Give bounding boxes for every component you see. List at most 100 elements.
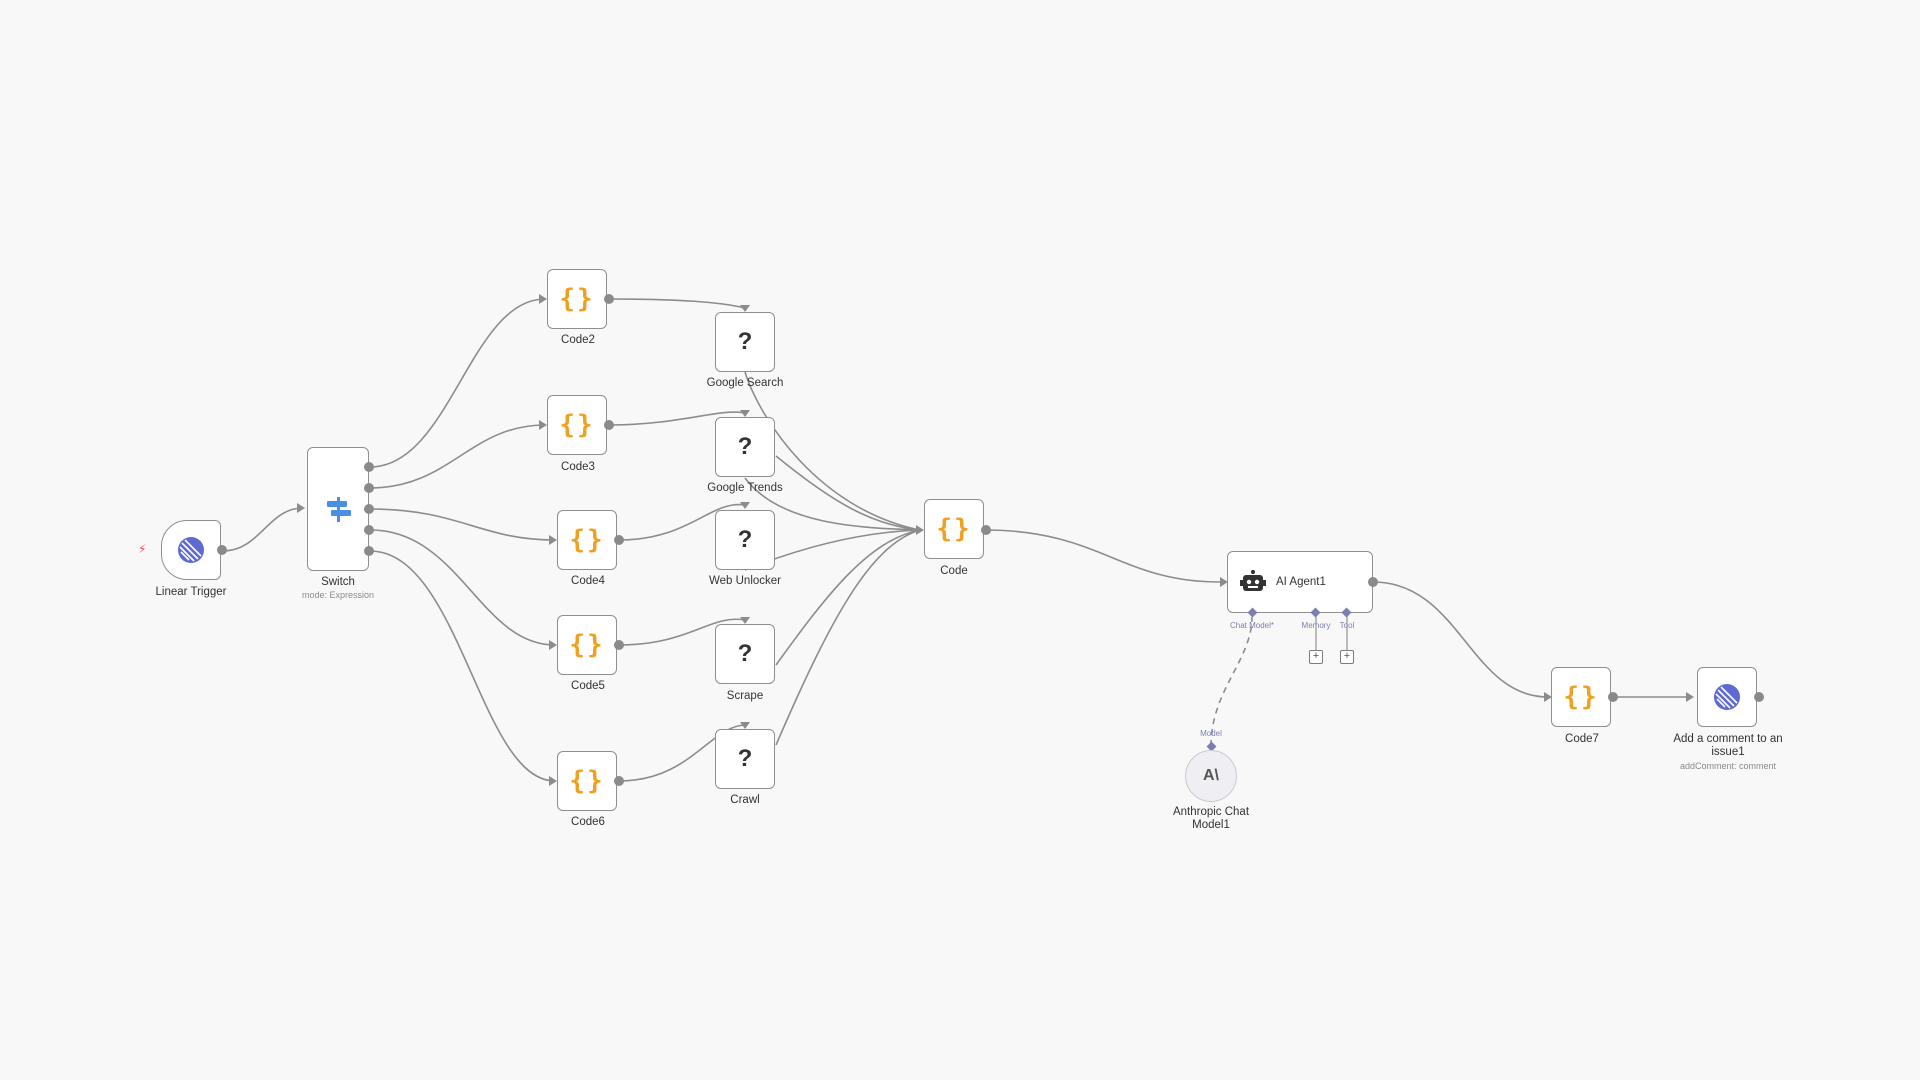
arrowhead bbox=[916, 525, 924, 535]
edge-google-search-code bbox=[744, 371, 921, 531]
edge-switch-code3 bbox=[369, 424, 546, 489]
code3-label: Code3 bbox=[561, 461, 595, 473]
anthropic-chat-model-node[interactable]: A\ bbox=[1185, 750, 1237, 802]
code4-output-port[interactable] bbox=[614, 535, 624, 545]
arrowhead bbox=[549, 535, 557, 545]
question-mark-icon: ? bbox=[737, 745, 753, 772]
edge-trends-loop-code bbox=[744, 477, 921, 531]
edge-scrape-code bbox=[775, 529, 921, 666]
add-comment-sublabel: addComment: comment bbox=[1679, 761, 1777, 771]
arrowhead bbox=[297, 503, 305, 513]
code-braces-icon: {} bbox=[569, 525, 605, 555]
anthropic-label-line2: Model1 bbox=[1192, 819, 1230, 831]
google-search-node[interactable]: ? bbox=[715, 312, 775, 372]
code-braces-icon: {} bbox=[569, 630, 605, 660]
code-braces-icon: {} bbox=[559, 410, 595, 440]
linear-trigger-label: Linear Trigger bbox=[155, 586, 227, 598]
edge-switch-code2 bbox=[369, 298, 546, 468]
edge-switch-code5 bbox=[369, 529, 556, 646]
edge-google-trends-code bbox=[775, 455, 921, 531]
arrowhead bbox=[1220, 577, 1228, 587]
add-tool-button[interactable]: + bbox=[1340, 650, 1354, 664]
code5-label: Code5 bbox=[571, 680, 605, 692]
code-output-port[interactable] bbox=[981, 525, 991, 535]
arrowhead bbox=[539, 420, 547, 430]
edge-code2-google-search bbox=[608, 298, 746, 309]
edge-code5-scrape bbox=[618, 618, 746, 646]
edge-anthropic-agent bbox=[1210, 616, 1253, 747]
question-mark-icon: ? bbox=[737, 328, 753, 355]
code6-label: Code6 bbox=[571, 816, 605, 828]
question-mark-icon: ? bbox=[737, 640, 753, 667]
scrape-label: Scrape bbox=[726, 690, 764, 702]
edge-agent-code7 bbox=[1372, 581, 1549, 698]
code4-label: Code4 bbox=[571, 575, 605, 587]
code6-output-port[interactable] bbox=[614, 776, 624, 786]
code6-node[interactable]: {} bbox=[557, 751, 617, 811]
code3-node[interactable]: {} bbox=[547, 395, 607, 455]
add-memory-button[interactable]: + bbox=[1309, 650, 1323, 664]
code2-label: Code2 bbox=[561, 334, 595, 346]
code7-label: Code7 bbox=[1565, 733, 1599, 745]
switch-label: Switch bbox=[321, 576, 355, 588]
arrowhead bbox=[740, 502, 750, 509]
memory-port-label: Memory bbox=[1301, 621, 1331, 630]
code5-node[interactable]: {} bbox=[557, 615, 617, 675]
edge-code3-google-trends bbox=[608, 411, 746, 426]
google-trends-node[interactable]: ? bbox=[715, 417, 775, 477]
anthropic-logo-icon: A\ bbox=[1203, 767, 1219, 784]
web-unlocker-node[interactable]: ? bbox=[715, 510, 775, 570]
switch-output-port-4[interactable] bbox=[364, 525, 374, 535]
scrape-node[interactable]: ? bbox=[715, 624, 775, 684]
linear-trigger-node[interactable] bbox=[161, 520, 221, 580]
arrowhead bbox=[549, 776, 557, 786]
edge-crawl-code bbox=[775, 529, 921, 746]
edge-code4-web-unlocker bbox=[618, 503, 746, 541]
edge-code6-crawl bbox=[618, 724, 746, 782]
arrowhead bbox=[740, 305, 750, 312]
edge-trigger-switch bbox=[222, 507, 304, 552]
switch-output-port-3[interactable] bbox=[364, 504, 374, 514]
crawl-node[interactable]: ? bbox=[715, 729, 775, 789]
ai-agent-output-port[interactable] bbox=[1368, 577, 1378, 587]
google-trends-label: Google Trends bbox=[707, 482, 783, 494]
arrowhead bbox=[1686, 692, 1694, 702]
code7-node[interactable]: {} bbox=[1551, 667, 1611, 727]
code2-output-port[interactable] bbox=[604, 294, 614, 304]
code-label: Code bbox=[940, 565, 968, 577]
web-unlocker-label: Web Unlocker bbox=[708, 575, 781, 587]
code-node[interactable]: {} bbox=[924, 499, 984, 559]
code2-node[interactable]: {} bbox=[547, 269, 607, 329]
code-braces-icon: {} bbox=[559, 284, 595, 314]
chat-model-port-label: Chat Model* bbox=[1229, 621, 1275, 630]
arrowhead bbox=[740, 617, 750, 624]
switch-node[interactable] bbox=[307, 447, 369, 571]
switch-output-port-1[interactable] bbox=[364, 462, 374, 472]
switch-output-port-5[interactable] bbox=[364, 546, 374, 556]
switch-signpost-icon bbox=[327, 497, 351, 522]
add-comment-output-port[interactable] bbox=[1754, 692, 1764, 702]
linear-logo-icon bbox=[1714, 684, 1740, 710]
robot-icon bbox=[1240, 570, 1266, 591]
linear-logo-icon bbox=[178, 537, 204, 563]
add-comment-node[interactable] bbox=[1697, 667, 1757, 727]
code7-output-port[interactable] bbox=[1608, 692, 1618, 702]
question-mark-icon: ? bbox=[737, 526, 753, 553]
linear-trigger-output-port[interactable] bbox=[217, 545, 227, 555]
ai-agent-node[interactable]: AI Agent1 bbox=[1227, 551, 1373, 613]
switch-sublabel: mode: Expression bbox=[301, 590, 375, 600]
switch-output-port-2[interactable] bbox=[364, 483, 374, 493]
code4-node[interactable]: {} bbox=[557, 510, 617, 570]
code-braces-icon: {} bbox=[1563, 682, 1599, 712]
code5-output-port[interactable] bbox=[614, 640, 624, 650]
anthropic-label-line1: Anthropic Chat bbox=[1172, 806, 1250, 818]
add-comment-label-line2: issue1 bbox=[1711, 746, 1745, 758]
arrowhead bbox=[539, 294, 547, 304]
question-mark-icon: ? bbox=[737, 433, 753, 460]
code3-output-port[interactable] bbox=[604, 420, 614, 430]
edge-code-agent bbox=[984, 529, 1221, 583]
code-braces-icon: {} bbox=[936, 514, 972, 544]
ai-agent-label: AI Agent1 bbox=[1276, 576, 1326, 588]
